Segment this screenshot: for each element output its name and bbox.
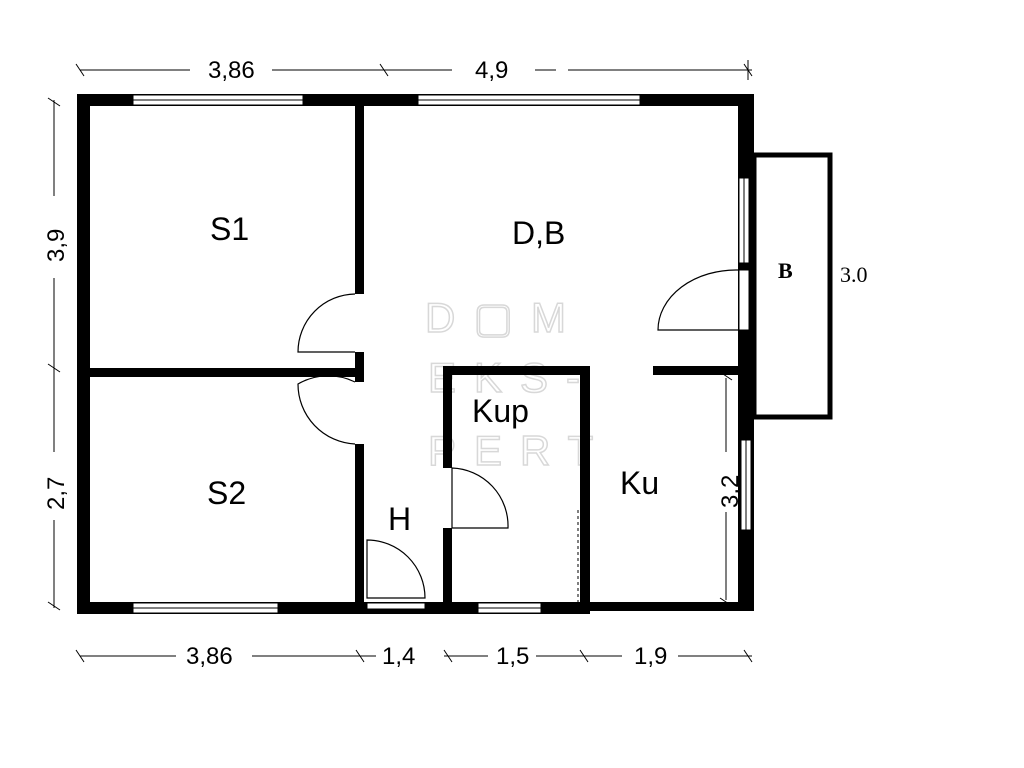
dim-bottom-3: 1,5	[496, 643, 529, 670]
wall-kup-top	[443, 366, 590, 375]
door-kup	[451, 467, 509, 529]
watermark-line-1: D▢M	[425, 294, 584, 341]
wall-s1-db-lower	[355, 352, 364, 382]
dimension-left: 3,9 2,7	[43, 97, 70, 611]
doors	[297, 269, 739, 599]
wall-kup-ku	[580, 366, 590, 614]
bottom-windows	[132, 602, 542, 614]
dim-bottom-4: 1,9	[634, 643, 667, 670]
dim-left-lower: 2,7	[43, 477, 70, 510]
room-label-h: H	[388, 501, 411, 537]
wall-bottom-right	[580, 602, 754, 611]
dim-left-upper: 3,9	[43, 229, 70, 262]
dim-bottom-1: 3,86	[186, 643, 233, 670]
watermark-line-3: PERT	[428, 427, 611, 474]
right-windows	[738, 177, 752, 531]
wall-kup-left-lower	[443, 528, 452, 614]
room-labels: S1 D,B S2 Kup Ku H B	[207, 211, 793, 537]
dim-top-right: 4,9	[475, 57, 508, 84]
door-h	[366, 539, 426, 599]
room-label-db: D,B	[512, 215, 565, 251]
door-balcony-gap	[738, 269, 750, 331]
wall-s1-s2	[77, 368, 364, 377]
dim-ku-height: 3,2	[717, 475, 744, 508]
wall-db-ku	[653, 366, 753, 375]
door-s1	[297, 293, 356, 353]
watermark-line-2: EKS-	[428, 354, 598, 401]
door-h-threshold	[366, 602, 426, 610]
top-windows	[132, 94, 641, 106]
dimension-bottom: 3,86 1,4 1,5 1,9	[75, 643, 753, 670]
room-label-kup: Kup	[472, 393, 529, 429]
dimension-top: 3,86 4,9	[75, 57, 753, 84]
dim-top-left: 3,86	[208, 57, 255, 84]
wall-s1-db	[355, 94, 364, 294]
door-s2	[297, 375, 356, 445]
wall-left	[77, 94, 90, 614]
door-balcony	[657, 269, 739, 331]
outer-walls	[77, 94, 754, 614]
dim-balcony: 3.0	[840, 262, 868, 287]
room-label-s1: S1	[210, 211, 249, 247]
wall-s2-h	[355, 444, 364, 614]
balcony	[751, 152, 833, 420]
room-label-b: B	[778, 258, 793, 283]
dim-bottom-2: 1,4	[382, 643, 415, 670]
room-label-s2: S2	[207, 475, 246, 511]
watermark: D▢M EKS- PERT	[424, 293, 611, 475]
room-label-ku: Ku	[620, 465, 659, 501]
balcony-outline	[751, 152, 833, 420]
dimension-ku: 3,2	[717, 371, 744, 607]
interior-walls	[77, 94, 753, 614]
wall-kup-left-upper	[443, 366, 452, 468]
